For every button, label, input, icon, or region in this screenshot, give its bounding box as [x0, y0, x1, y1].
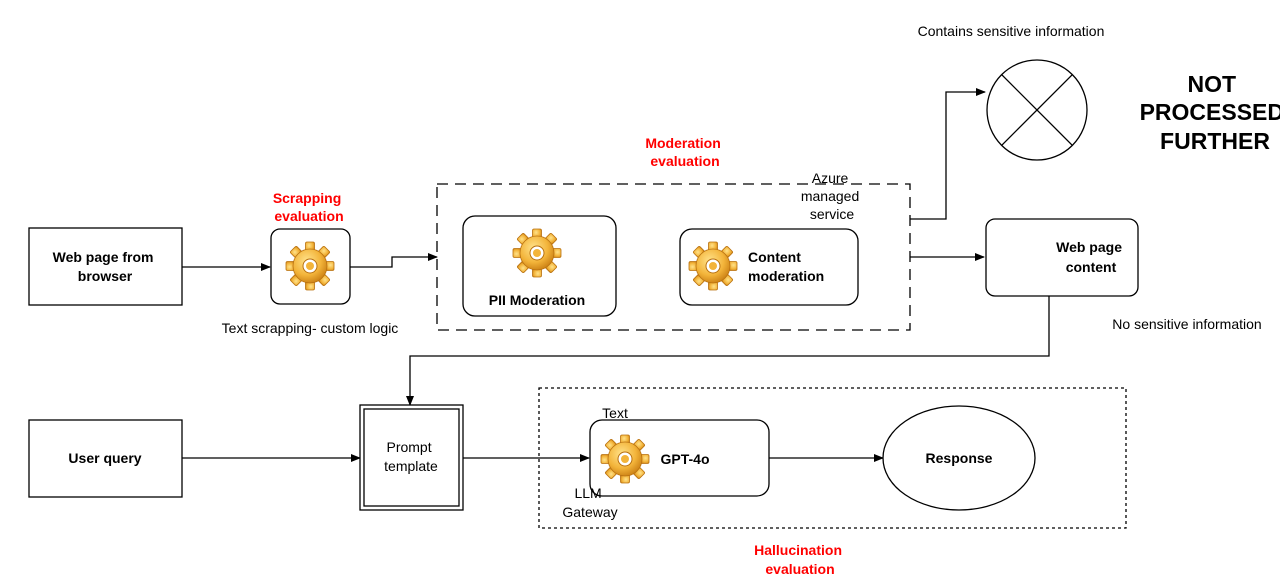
web-page-browser-node [28, 227, 183, 306]
user-query-label: User query [68, 450, 141, 466]
gpt-gear-icon [600, 434, 650, 484]
sensitive-info-label: Contains sensitive information [918, 23, 1105, 39]
web-page-content-node [985, 218, 1139, 297]
gpt-node [589, 419, 770, 497]
prompt-template-node [359, 404, 464, 511]
connectors [182, 88, 1050, 462]
web-page-content-label: Web page content [1056, 239, 1126, 275]
scrapping-gear-icon [285, 241, 335, 291]
not-processed-label: NOT PROCESSED FURTHER [1140, 71, 1280, 154]
azure-managed-service-label: Azure managed service [801, 170, 863, 222]
content-gear-icon [688, 241, 738, 291]
arrow-web-content-to-prompt [406, 296, 1050, 406]
llm-gateway-label: LLM Gateway [562, 485, 617, 520]
scrapping-stage-label: Scrapping evaluation [273, 190, 345, 224]
content-moderation-label: Content moderation [748, 249, 824, 284]
stop-x-icon [986, 59, 1088, 161]
prompt-template-label: Prompt template [384, 439, 438, 474]
hallucination-stage-label: Hallucination evaluation [754, 542, 846, 577]
arrow-scrapping-to-moderation [350, 253, 438, 268]
arrow-moderation-to-not-processed [910, 88, 986, 220]
response-node [882, 405, 1036, 511]
hallucination-group [538, 387, 1127, 529]
web-page-browser-label: Web page from browser [53, 249, 158, 284]
response-label: Response [926, 450, 993, 466]
scrapping-caption: Text scrapping- custom logic [222, 320, 399, 336]
prompt-template-inner-border [363, 408, 460, 507]
no-sensitive-info-label: No sensitive information [1112, 316, 1261, 332]
pii-moderation-label: PII Moderation [489, 292, 585, 308]
moderation-stage-label: Moderation evaluation [645, 135, 724, 169]
gpt-label: GPT-4o [660, 451, 709, 467]
user-query-node [28, 419, 183, 498]
moderation-group [436, 183, 911, 331]
gpt-text-label: Text [602, 405, 628, 421]
pii-gear-icon [512, 228, 562, 278]
